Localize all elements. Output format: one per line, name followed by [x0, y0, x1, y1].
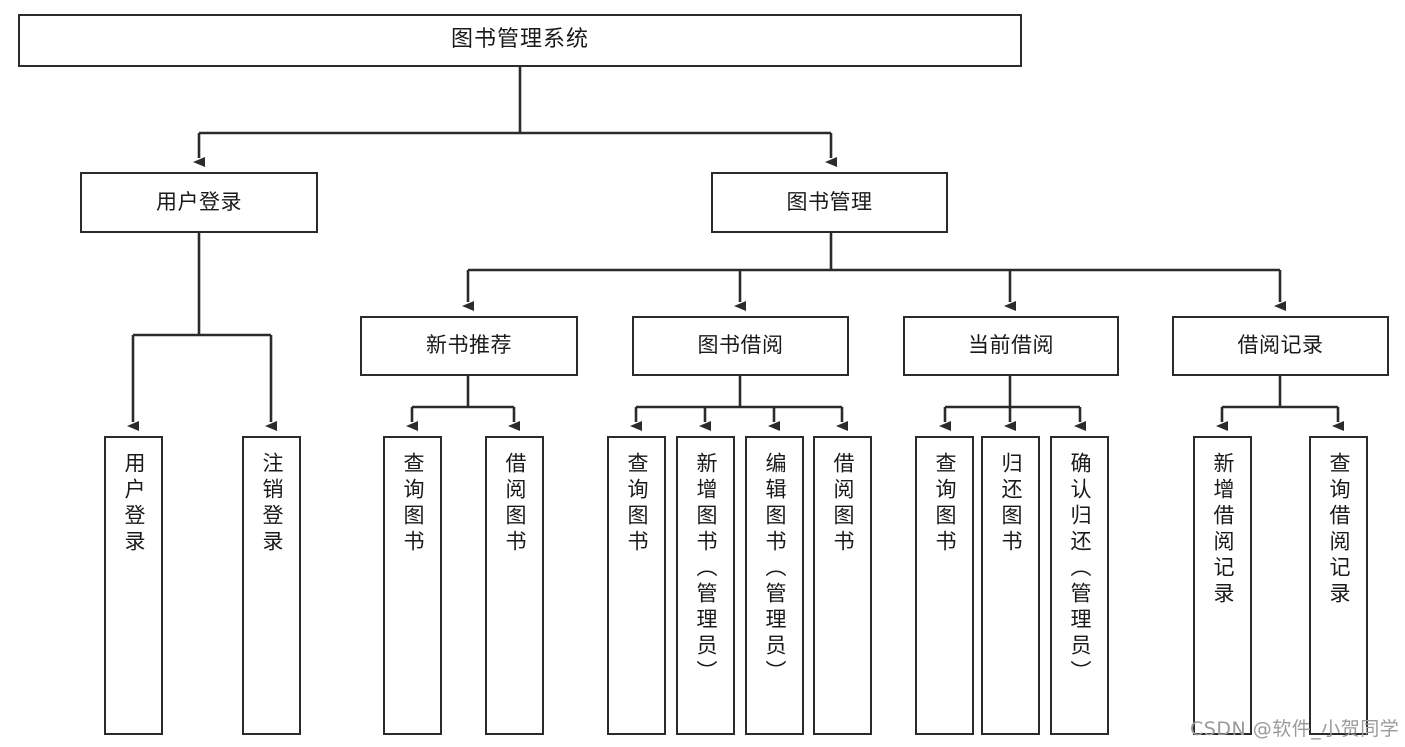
- node-user-login[interactable]: 用户登录: [80, 172, 318, 233]
- leaf-current-borrow-return-book[interactable]: 归还图书: [981, 436, 1040, 735]
- node-label: 图书管理系统: [450, 27, 589, 53]
- node-label: 注销登录: [260, 452, 284, 556]
- node-borrow-record[interactable]: 借阅记录: [1172, 316, 1389, 376]
- leaf-current-borrow-query-book[interactable]: 查询图书: [915, 436, 974, 735]
- leaf-book-borrow-edit-book-admin[interactable]: 编辑图书（管理员）: [745, 436, 804, 735]
- node-label: 借阅记录: [1237, 333, 1324, 358]
- node-label: 确认归还（管理员）: [1068, 452, 1092, 686]
- leaf-book-borrow-borrow-book[interactable]: 借阅图书: [813, 436, 872, 735]
- node-label: 查询借阅记录: [1327, 452, 1351, 608]
- node-label: 查询图书: [933, 452, 957, 556]
- node-label: 新增借阅记录: [1211, 452, 1235, 608]
- node-label: 借阅图书: [831, 452, 855, 556]
- node-label: 用户登录: [122, 452, 146, 556]
- node-current-borrow[interactable]: 当前借阅: [903, 316, 1119, 376]
- node-label: 归还图书: [999, 452, 1023, 556]
- node-book-borrow[interactable]: 图书借阅: [632, 316, 849, 376]
- leaf-current-borrow-confirm-return-admin[interactable]: 确认归还（管理员）: [1050, 436, 1109, 735]
- node-label: 用户登录: [156, 189, 242, 214]
- node-book-management[interactable]: 图书管理: [711, 172, 948, 233]
- leaf-new-book-query-book[interactable]: 查询图书: [383, 436, 442, 735]
- leaf-new-book-borrow-book[interactable]: 借阅图书: [485, 436, 544, 735]
- leaf-borrow-record-add-record[interactable]: 新增借阅记录: [1193, 436, 1252, 735]
- node-label: 查询图书: [625, 452, 649, 556]
- node-label: 图书借阅: [697, 333, 784, 358]
- node-label: 图书管理: [786, 189, 873, 214]
- leaf-user-login-logout[interactable]: 注销登录: [242, 436, 301, 735]
- node-label: 查询图书: [401, 452, 425, 556]
- node-label: 新增图书（管理员）: [694, 452, 718, 686]
- leaf-book-borrow-query-book[interactable]: 查询图书: [607, 436, 666, 735]
- node-new-book-recommend[interactable]: 新书推荐: [360, 316, 578, 376]
- node-label: 新书推荐: [426, 333, 512, 358]
- node-label: 当前借阅: [968, 333, 1054, 358]
- node-root-book-management-system[interactable]: 图书管理系统: [18, 14, 1022, 67]
- node-label: 编辑图书（管理员）: [763, 452, 787, 686]
- csdn-watermark: CSDN @软件_小贺同学: [1190, 718, 1400, 740]
- node-label: 借阅图书: [503, 452, 527, 556]
- leaf-book-borrow-add-book-admin[interactable]: 新增图书（管理员）: [676, 436, 735, 735]
- leaf-borrow-record-query-record[interactable]: 查询借阅记录: [1309, 436, 1368, 735]
- leaf-user-login-login[interactable]: 用户登录: [104, 436, 163, 735]
